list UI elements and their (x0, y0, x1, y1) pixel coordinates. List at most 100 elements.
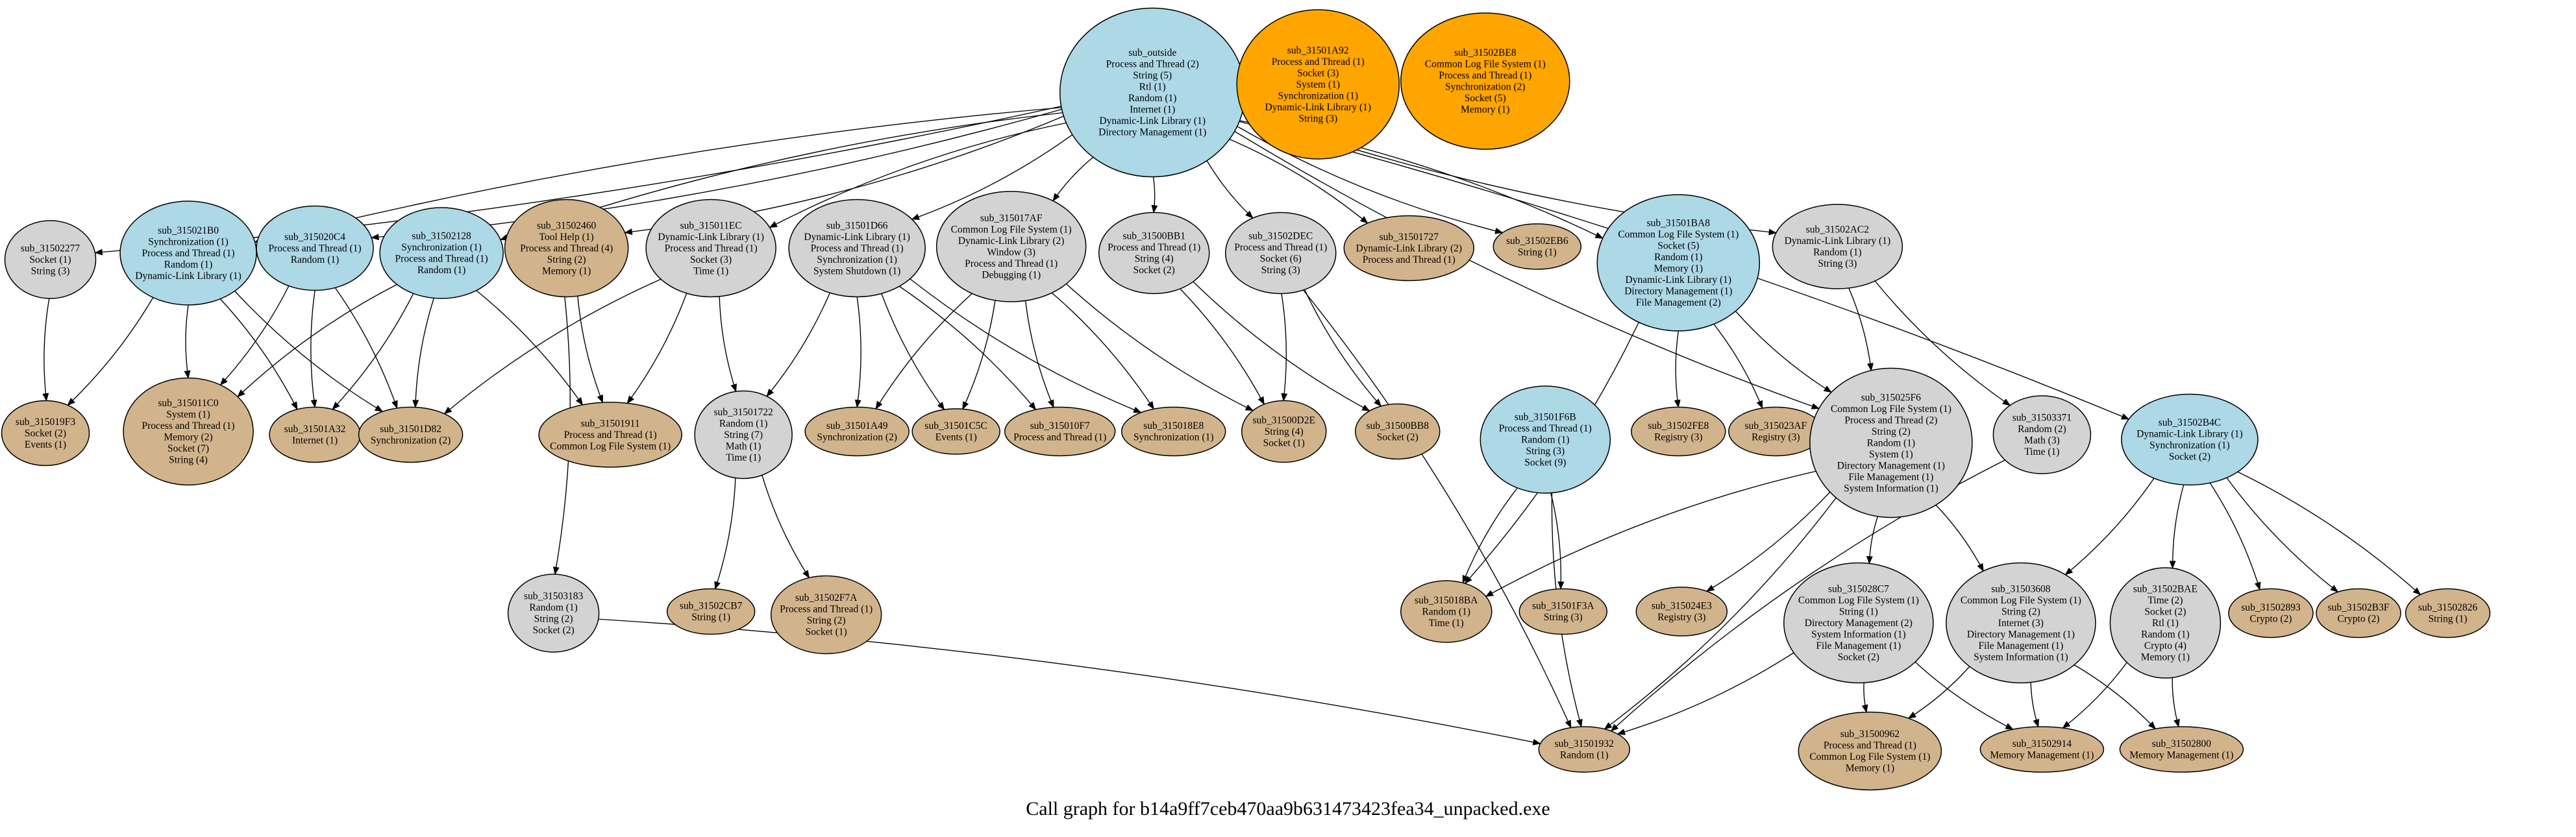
node-annotation: String (4) (1135, 254, 1174, 265)
node-ellipse (1480, 385, 1611, 494)
node-ellipse (694, 390, 793, 479)
node-annotation: Directory Management (1) (1098, 127, 1206, 138)
node-title: sub_31503371 (2012, 413, 2072, 424)
node-ellipse (1979, 726, 2105, 773)
node-annotation: Socket (7) (167, 443, 209, 454)
node-annotation: Process and Thread (1) (1234, 242, 1327, 253)
graph-edge (875, 293, 972, 410)
node-annotation: Random (1) (1422, 607, 1470, 618)
node-title: sub_315023AF (1745, 420, 1807, 431)
node-annotation: Directory Management (1) (1967, 629, 2075, 640)
node-annotation: String (4) (169, 455, 208, 466)
node-annotation: Socket (2) (1838, 652, 1879, 663)
node-annotation: Random (1) (1867, 438, 1915, 449)
graph-edge (1866, 516, 1879, 564)
node-annotation: Process and Thread (1) (1013, 432, 1106, 443)
graph-edge (1848, 287, 1874, 372)
graph-edge (234, 291, 384, 412)
node-annotation: Process and Thread (1) (269, 243, 362, 254)
graph-edge (769, 122, 1067, 228)
node-title: sub_31502B4C (2159, 417, 2221, 428)
node-annotation: Synchronization (1) (817, 254, 897, 265)
node-annotation: System (1) (166, 409, 210, 420)
node-annotation: Socket (9) (1524, 457, 1566, 468)
node-ellipse (2109, 567, 2222, 679)
graph-edge (184, 304, 191, 379)
node-annotation: Socket (2) (533, 625, 575, 636)
graph-edge (412, 298, 434, 408)
graph-edge (2237, 471, 2421, 596)
graph-edge (1674, 330, 1681, 408)
node-annotation: Socket (5) (1465, 93, 1506, 104)
graph-edge (1151, 176, 1158, 213)
node-annotation: Memory (2) (164, 432, 212, 443)
node-annotation: Memory Management (1) (2129, 750, 2233, 761)
graph-edge (898, 285, 1037, 411)
node-annotation: Random (1) (291, 254, 339, 265)
graph-edge (1206, 160, 1254, 219)
node-annotation: Socket (2) (2144, 607, 2186, 618)
node-annotation: Process and Thread (1) (1439, 70, 1531, 81)
graph-edge (1914, 661, 2014, 730)
graph-edge (1485, 470, 1816, 597)
graph-edge (626, 293, 687, 404)
graph-edge (1193, 281, 1370, 411)
node-annotation: Internet (1) (292, 435, 338, 446)
node-title: sub_315020C4 (284, 232, 345, 243)
graph-edge (1462, 487, 1518, 584)
node-annotation: System (1) (1296, 79, 1340, 90)
node-title: sub_31501A92 (1287, 45, 1349, 56)
node-annotation: Process and Thread (1) (1363, 254, 1455, 265)
node-annotation: Random (1) (1654, 252, 1702, 263)
node-annotation: Memory (1) (2141, 652, 2190, 663)
graph-edge (1281, 293, 1288, 402)
node-annotation: Process and Thread (1) (811, 243, 904, 254)
node-annotation: Events (1) (25, 439, 66, 450)
node-annotation: Random (1) (164, 260, 212, 271)
graph-edge (2064, 478, 2155, 576)
graph-edge (1713, 324, 1763, 409)
node-annotation: Common Log File System (1) (951, 224, 1072, 236)
node-annotation: Directory Management (1) (1837, 461, 1945, 472)
graph-edge (854, 297, 861, 408)
node-ellipse (788, 199, 926, 298)
node-ellipse (1492, 223, 1582, 270)
graph-edge (219, 298, 298, 410)
node-ellipse (1224, 212, 1337, 295)
node-title: sub_31502EB6 (1506, 236, 1568, 247)
node-title: sub_outside (1128, 47, 1176, 58)
node-title: sub_31501911 (581, 418, 640, 430)
node-annotation: Memory (1) (1654, 263, 1703, 274)
node-ellipse (358, 406, 464, 463)
node-annotation: Process and Thread (2) (1844, 415, 1937, 426)
node-annotation: String (5) (1133, 70, 1172, 81)
graph-edge (1616, 652, 1794, 735)
node-annotation: Dynamic-Link Library (1) (1785, 236, 1891, 247)
node-ellipse (256, 205, 374, 291)
node-annotation: System Information (1) (1974, 652, 2068, 663)
node-title: sub_315028C7 (1828, 584, 1889, 595)
graph-edge (714, 478, 736, 590)
node-annotation: Memory (1) (542, 266, 591, 277)
node-title: sub_315024E3 (1652, 601, 1712, 612)
node-annotation: Random (1) (1521, 435, 1569, 446)
node-annotation: Socket (3) (1297, 68, 1339, 79)
node-annotation: String (3) (1544, 612, 1583, 623)
node-title: sub_31502826 (2418, 602, 2478, 613)
node-title: sub_31502F7A (795, 592, 858, 603)
node-title: sub_31501A32 (284, 424, 346, 435)
